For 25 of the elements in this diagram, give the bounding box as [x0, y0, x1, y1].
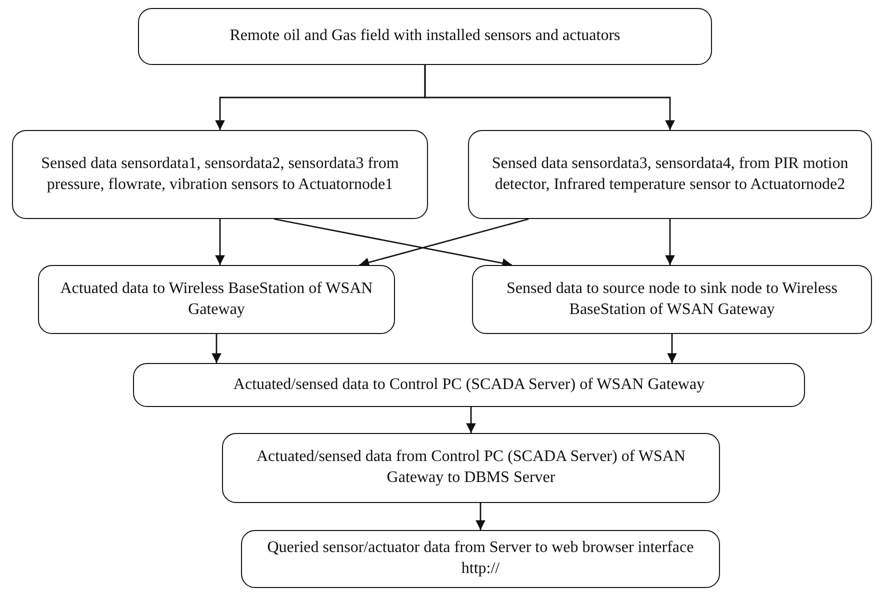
arrow — [215, 219, 225, 265]
arrow — [359, 218, 529, 268]
arrow — [667, 334, 677, 363]
process-box — [472, 265, 872, 334]
arrow — [466, 407, 476, 433]
box-text: Sensed data to source node to sink node to Wireless BaseStation of WSAN Gateway — [506, 278, 838, 320]
box-text: Remote oil and Gas field with installed sensors and actuators — [230, 26, 620, 46]
box-text: Actuated/sensed data from Control PC (SCADA Server) of WSAN Gateway to DBMS Server — [256, 447, 686, 488]
process-box — [12, 130, 428, 219]
box-text: Actuated data to Wireless BaseStation of WSAN Gateway — [59, 278, 374, 320]
arrow — [212, 334, 222, 363]
process-box — [138, 8, 712, 65]
box-text: Sensed data sensordata1, sensordata2, sensordata3 from pressure, flowrate, vibration sensors to Actuatornode1 — [40, 154, 400, 194]
process-box — [133, 363, 805, 407]
arrow — [476, 503, 486, 530]
box-text: Sensed data sensordata3, sensordata4, from PIR motion detector, Infrared temperature sensor to Actuatornode2 — [490, 154, 850, 194]
box-text: Actuated/sensed data to Control PC (SCADA Server) of WSAN Gateway — [233, 374, 705, 395]
box-text: Queried sensor/actuator data from Server to web browser interface http:// — [266, 538, 695, 579]
arrow — [274, 218, 512, 268]
process-box — [38, 265, 395, 334]
process-box — [222, 433, 720, 503]
arrow — [424, 65, 675, 130]
process-box — [468, 130, 872, 219]
process-box — [241, 530, 720, 588]
arrow — [665, 219, 675, 265]
